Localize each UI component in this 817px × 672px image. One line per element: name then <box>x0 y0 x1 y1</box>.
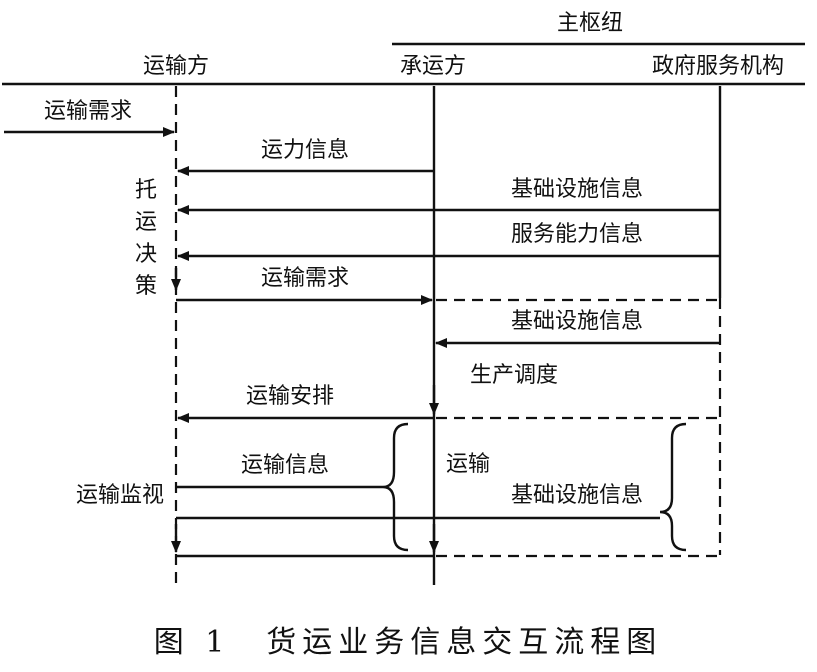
lane-label-shipper: 运输方 <box>143 54 209 79</box>
label-capacity-info: 运力信息 <box>261 138 349 163</box>
label-transport-demand-out: 运输需求 <box>261 266 349 291</box>
label-transport: 运输 <box>446 452 490 477</box>
decision-char-4: 策 <box>135 274 157 299</box>
lane-label-carrier: 承运方 <box>400 54 466 79</box>
label-infrastructure-info-1: 基础设施信息 <box>511 177 643 202</box>
label-transport-demand-in: 运输需求 <box>44 99 132 124</box>
label-infrastructure-info-2: 基础设施信息 <box>511 309 643 334</box>
label-service-capability-info: 服务能力信息 <box>511 222 643 247</box>
decision-char-3: 决 <box>135 242 157 267</box>
label-infrastructure-info-3: 基础设施信息 <box>511 483 643 508</box>
decision-char-1: 托 <box>135 178 157 203</box>
label-production-dispatch: 生产调度 <box>470 363 558 388</box>
brace-right <box>659 422 687 552</box>
brace-left <box>382 422 409 552</box>
decision-char-2: 运 <box>135 210 157 235</box>
hub-group-label: 主枢纽 <box>557 11 623 36</box>
lane-label-government: 政府服务机构 <box>652 54 784 79</box>
label-transport-arrangement: 运输安排 <box>246 384 334 409</box>
figure-caption: 图 1 货运业务信息交互流程图 <box>154 625 663 660</box>
label-transport-monitoring: 运输监视 <box>76 483 164 508</box>
label-transport-info: 运输信息 <box>241 453 329 478</box>
